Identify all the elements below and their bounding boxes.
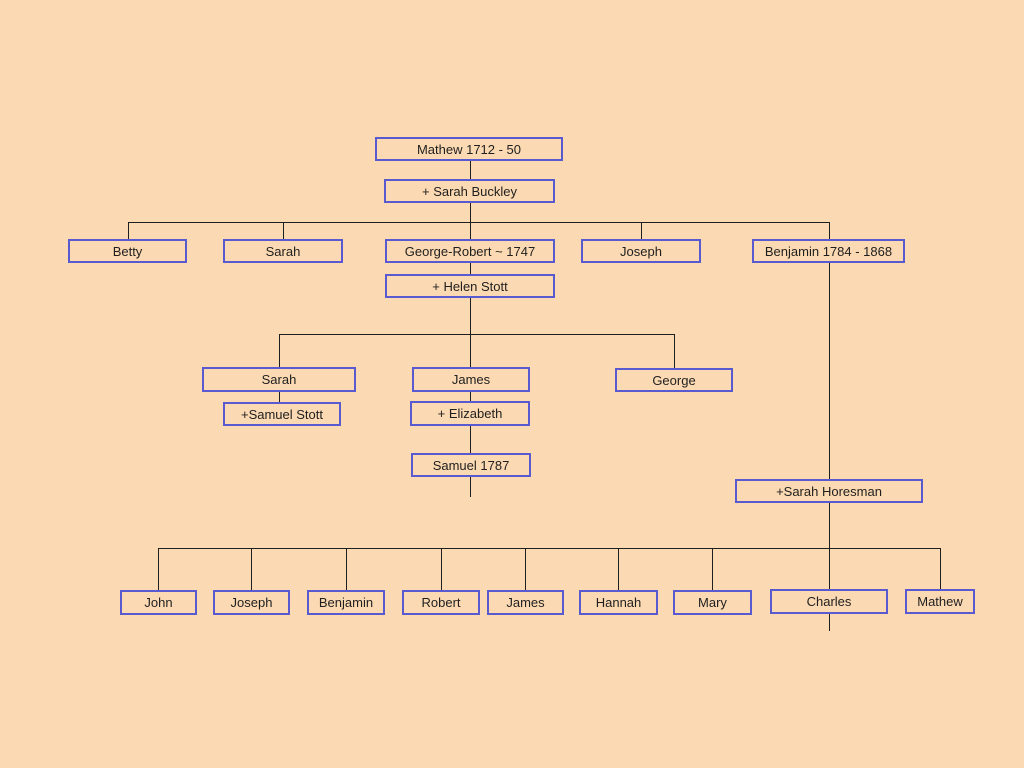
connector-line xyxy=(251,548,252,590)
person-box-sarah-gen3[interactable]: Sarah xyxy=(202,367,356,392)
connector-line xyxy=(829,614,830,631)
person-box-george-gen3[interactable]: George xyxy=(615,368,733,392)
connector-line xyxy=(470,298,471,334)
connector-line xyxy=(470,334,471,367)
person-box-benjamin-1784-1868[interactable]: Benjamin 1784 - 1868 xyxy=(752,239,905,263)
person-box-charles[interactable]: Charles xyxy=(770,589,888,614)
connector-line xyxy=(674,334,675,368)
person-box-joseph-gen2[interactable]: Joseph xyxy=(581,239,701,263)
person-box-benjamin-gen3[interactable]: Benjamin xyxy=(307,590,385,615)
person-box-samuel-stott[interactable]: +Samuel Stott xyxy=(223,402,341,426)
connector-line xyxy=(470,477,471,497)
connector-line xyxy=(829,548,830,589)
connector-line xyxy=(283,222,284,239)
connector-line xyxy=(470,222,471,239)
person-box-hannah[interactable]: Hannah xyxy=(579,590,658,615)
connector-line xyxy=(279,334,674,335)
connector-line xyxy=(829,263,830,479)
connector-line xyxy=(279,334,280,367)
person-box-joseph-gen3[interactable]: Joseph xyxy=(213,590,290,615)
connector-line xyxy=(470,426,471,453)
person-box-mathew-1712-50[interactable]: Mathew 1712 - 50 xyxy=(375,137,563,161)
connector-line xyxy=(158,548,940,549)
person-box-robert[interactable]: Robert xyxy=(402,590,480,615)
person-box-james-gen3[interactable]: James xyxy=(412,367,530,392)
connector-line xyxy=(470,161,471,179)
person-box-mathew-benj[interactable]: Mathew xyxy=(905,589,975,614)
connector-line xyxy=(641,222,642,239)
person-box-john[interactable]: John xyxy=(120,590,197,615)
person-box-george-robert-1747[interactable]: George-Robert ~ 1747 xyxy=(385,239,555,263)
connector-line xyxy=(618,548,619,590)
connector-line xyxy=(279,392,280,402)
connector-line xyxy=(712,548,713,590)
connector-line xyxy=(829,503,830,548)
connector-line xyxy=(128,222,829,223)
connector-line xyxy=(525,548,526,590)
connector-line xyxy=(441,548,442,590)
person-box-samuel-1787[interactable]: Samuel 1787 xyxy=(411,453,531,477)
person-box-james-benj[interactable]: James xyxy=(487,590,564,615)
connector-line xyxy=(940,548,941,589)
person-box-elizabeth[interactable]: + Elizabeth xyxy=(410,401,530,426)
connector-line xyxy=(470,392,471,401)
person-box-mary[interactable]: Mary xyxy=(673,590,752,615)
connector-line xyxy=(158,548,159,590)
connector-line xyxy=(470,263,471,274)
person-box-sarah-buckley[interactable]: + Sarah Buckley xyxy=(384,179,555,203)
person-box-sarah-horesman[interactable]: +Sarah Horesman xyxy=(735,479,923,503)
person-box-sarah-gen2[interactable]: Sarah xyxy=(223,239,343,263)
connector-line xyxy=(128,222,129,239)
connector-line xyxy=(829,222,830,239)
connector-line xyxy=(346,548,347,590)
person-box-helen-stott[interactable]: + Helen Stott xyxy=(385,274,555,298)
person-box-betty[interactable]: Betty xyxy=(68,239,187,263)
connector-line xyxy=(470,203,471,222)
